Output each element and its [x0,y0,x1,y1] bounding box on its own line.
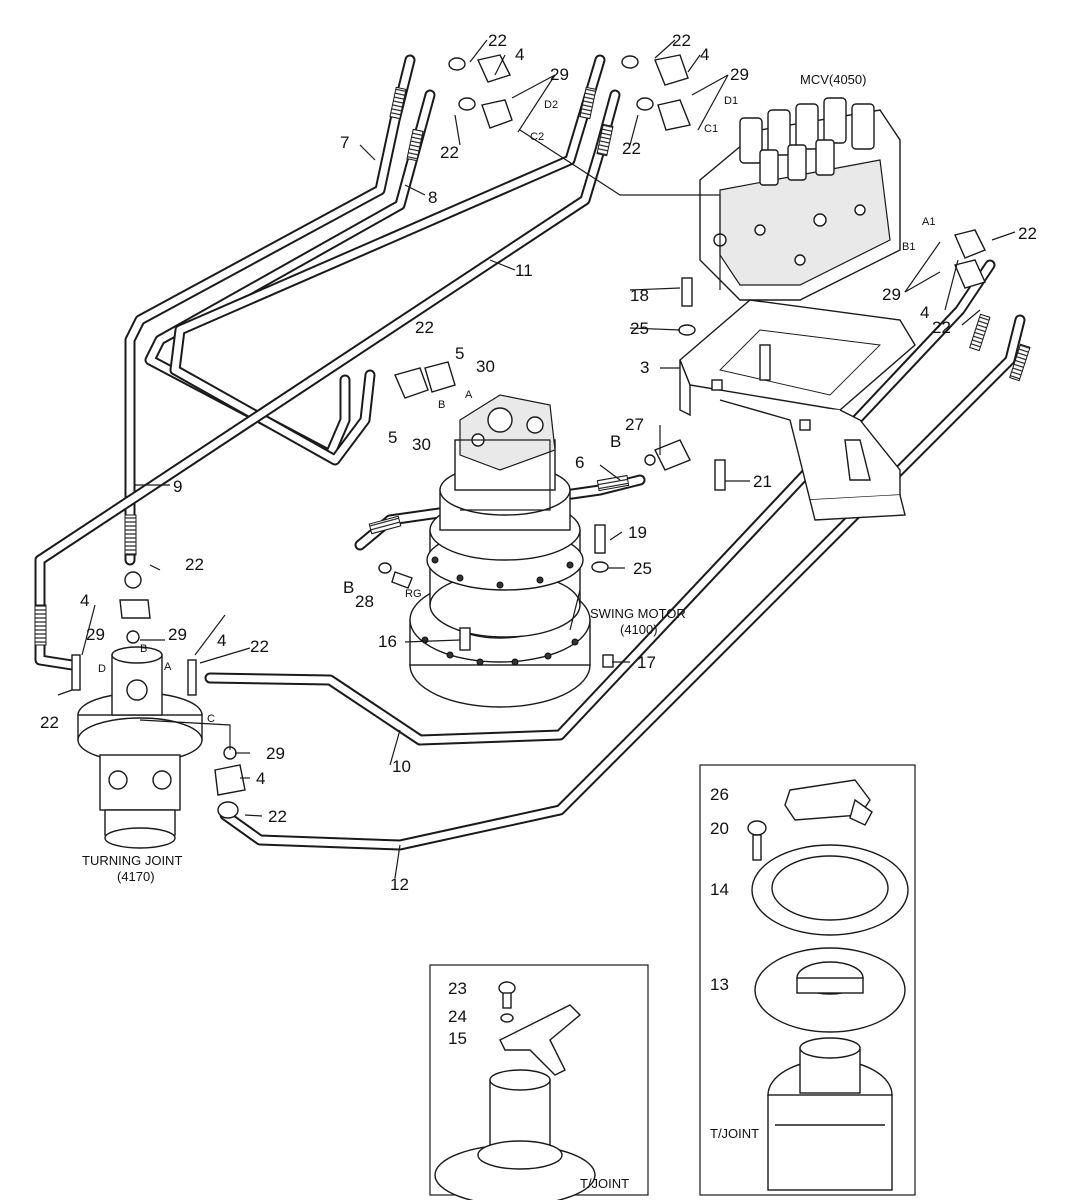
bolt-holes [421,556,579,666]
label-b1: B1 [902,241,915,253]
label-tj-d: D [98,663,106,675]
inset-right [699,764,916,1196]
label-20: 20 [710,819,729,838]
label-rg: RG [405,588,422,600]
label-4: 4 [217,631,226,650]
label-30: 30 [412,435,431,454]
leader-lines [57,39,1016,879]
label-29: 29 [882,285,901,304]
label-22: 22 [932,318,951,337]
label-26: 26 [710,785,729,804]
turning-joint [77,646,203,849]
label-4: 4 [80,591,89,610]
label-22: 22 [622,139,641,158]
pipe-10 [204,259,996,746]
caption-inset-bottom: T/JOINT [580,1176,629,1191]
label-30: 30 [476,357,495,376]
label-12: 12 [390,875,409,894]
label-21: 21 [753,472,772,491]
label-25: 25 [633,559,652,578]
caption-turning-joint-code: (4170) [117,869,155,884]
label-18: 18 [630,286,649,305]
caption-swing-motor-code: (4100) [620,622,658,637]
label-22: 22 [440,143,459,162]
caption-inset-right: T/JOINT [710,1126,759,1141]
pipe-11 [169,54,606,466]
label-15: 15 [448,1029,467,1048]
label-29: 29 [266,744,285,763]
caption-turning-joint: TURNING JOINT [82,853,182,868]
label-9: 9 [173,477,182,496]
label-tj-c: C [207,713,215,725]
label-d1: D1 [724,95,738,107]
label-16: 16 [378,632,397,651]
label-13: 13 [710,975,729,994]
fittings [71,54,986,819]
label-14: 14 [710,880,729,899]
label-5: 5 [455,344,464,363]
label-22: 22 [672,31,691,50]
label-4: 4 [700,45,709,64]
inset-bottom [429,964,649,1200]
label-4: 4 [515,45,524,64]
label-port-a: A [465,389,473,401]
label-29: 29 [168,625,187,644]
label-22: 22 [488,31,507,50]
label-22: 22 [40,713,59,732]
label-27: 27 [625,415,644,434]
label-4: 4 [920,303,929,322]
label-tj-b: B [140,643,147,655]
label-d2: D2 [544,99,558,111]
label-8: 8 [428,188,437,207]
pipe-7 [124,54,416,566]
swing-motor [409,394,614,708]
label-22: 22 [185,555,204,574]
label-a1: A1 [922,216,935,228]
label-25: 25 [630,319,649,338]
caption-mcv: MCV(4050) [800,72,866,87]
label-5: 5 [388,428,397,447]
part-labels: 22 4 29 D2 C2 22 22 4 29 D1 C1 22 7 8 11… [40,31,1037,1048]
label-22: 22 [250,637,269,656]
label-3: 3 [640,358,649,377]
captions: MCV(4050) SWING MOTOR (4100) TURNING JOI… [82,72,866,1191]
pipe-12 [219,314,1026,851]
mcv-control-valve [699,97,901,301]
mcv-bracket [679,299,916,521]
label-4: 4 [256,769,265,788]
label-29: 29 [730,65,749,84]
label-c2: C2 [530,131,544,143]
label-24: 24 [448,1007,467,1026]
label-6: 6 [575,453,584,472]
label-28: 28 [355,592,374,611]
label-b: B [343,578,354,597]
label-29: 29 [550,65,569,84]
label-10: 10 [392,757,411,776]
label-port-b: B [438,399,445,411]
label-c1: C1 [704,123,718,135]
label-22: 22 [268,807,287,826]
hose-sleeves [34,86,1031,646]
label-22: 22 [415,318,434,337]
label-23: 23 [448,979,467,998]
label-7: 7 [340,133,349,152]
label-22: 22 [1018,224,1037,243]
label-11: 11 [515,261,533,280]
label-tj-a: A [164,661,172,673]
label-19: 19 [628,523,647,542]
caption-swing-motor: SWING MOTOR [590,606,686,621]
label-29: 29 [86,625,105,644]
label-b: B [610,432,621,451]
label-17: 17 [637,653,656,672]
